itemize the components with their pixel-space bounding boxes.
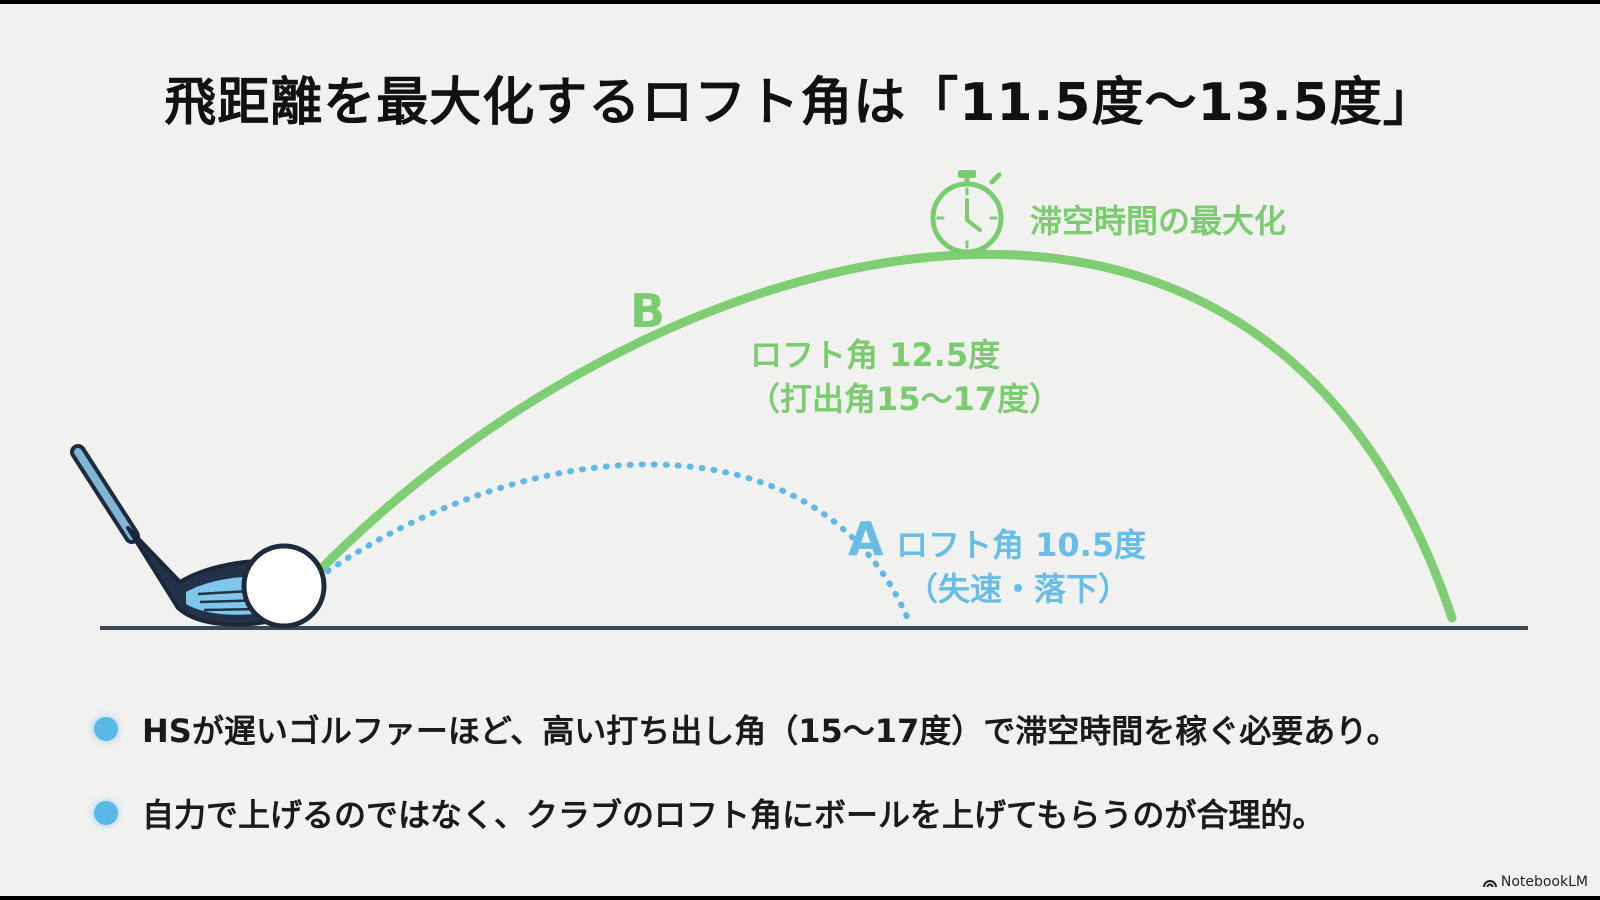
bullet-dot-icon <box>94 717 118 741</box>
stopwatch-icon <box>930 170 1004 255</box>
trajectory-a-note-label: （失速・落下） <box>906 570 1131 608</box>
brand-watermark: NotebookLM <box>1482 874 1588 890</box>
slide-title: 飛距離を最大化するロフト角は「11.5度〜13.5度」 <box>164 73 1436 133</box>
trajectory-b-letter: B <box>630 284 666 338</box>
bullet-item: HSが遅いゴルファーほど、高い打ち出し角（15〜17度）で滞空時間を稼ぐ必要あり… <box>94 706 1399 752</box>
bullet-item: 自力で上げるのではなく、クラブのロフト角にボールを上げてもらうのが合理的。 <box>94 790 1324 836</box>
trajectory-b-curve <box>313 249 1457 623</box>
slide: 飛距離を最大化するロフト角は「11.5度〜13.5度」 <box>0 4 1600 896</box>
trajectory-a-curve <box>315 461 913 627</box>
trajectory-a-letter: A <box>848 512 884 566</box>
trajectory-b-loft-label: ロフト角 12.5度 <box>750 336 1001 374</box>
trajectory-a-loft-label: ロフト角 10.5度 <box>896 526 1147 564</box>
bullet-text: 自力で上げるのではなく、クラブのロフト角にボールを上げてもらうのが合理的。 <box>142 796 1325 834</box>
notebooklm-logo-icon <box>1482 880 1497 887</box>
hang-time-label: 滞空時間の最大化 <box>1030 202 1287 240</box>
bullet-dot-icon <box>94 801 118 825</box>
brand-name: NotebookLM <box>1500 874 1588 890</box>
bullet-text: HSが遅いゴルファーほど、高い打ち出し角（15〜17度）で滞空時間を稼ぐ必要あり… <box>142 712 1399 750</box>
golf-ball-icon <box>241 543 327 629</box>
trajectory-diagram <box>70 170 1528 630</box>
trajectory-b-launch-label: （打出角15〜17度） <box>748 380 1062 418</box>
